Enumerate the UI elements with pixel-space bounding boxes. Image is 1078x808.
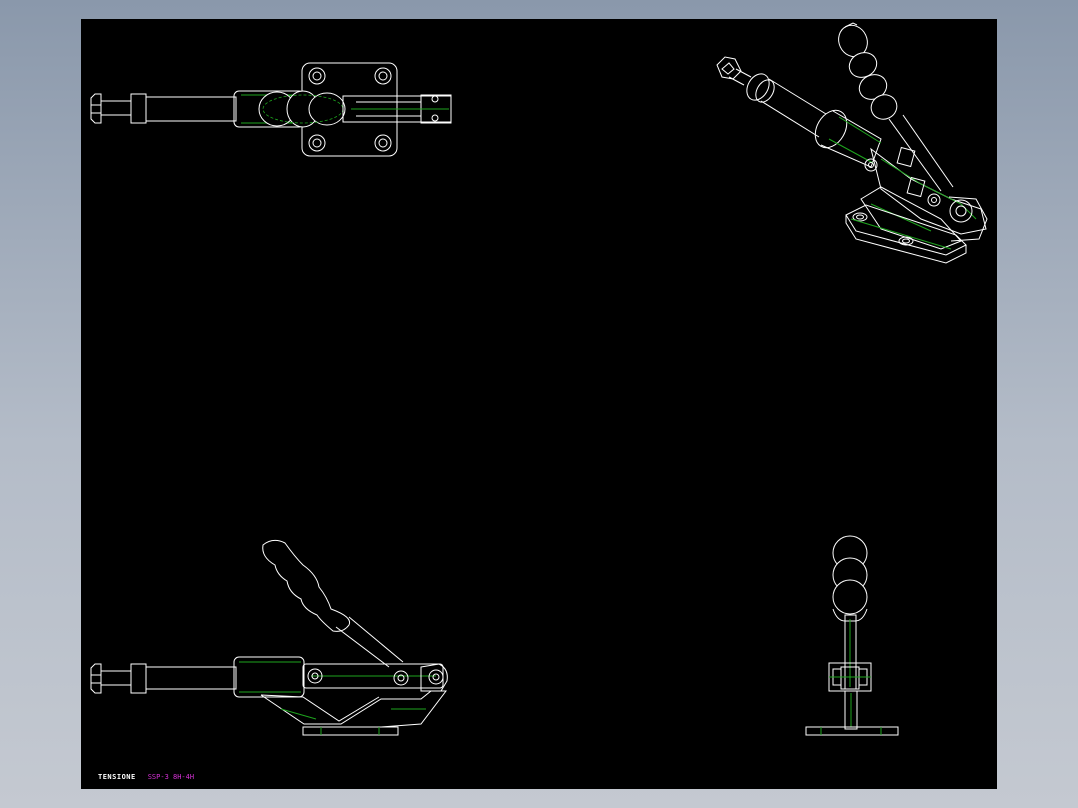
top-view — [90, 62, 452, 157]
front-view — [90, 539, 448, 736]
cad-drawing-canvas — [90, 22, 988, 736]
side-view — [805, 535, 899, 736]
drawing-code: SSP-3 8H-4H — [147, 773, 195, 781]
title-label: TENSIONE — [98, 773, 136, 781]
title-block: TENSIONE SSP-3 8H-4H — [98, 773, 194, 781]
isometric-view — [716, 22, 988, 264]
drawing-sheet: TENSIONE SSP-3 8H-4H — [81, 19, 997, 789]
